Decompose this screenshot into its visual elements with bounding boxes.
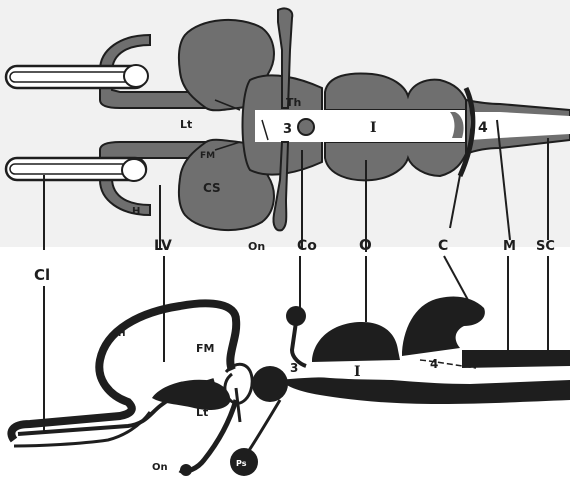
top-label-4: 4: [478, 120, 488, 136]
optic-lobe-upper: [325, 73, 466, 110]
cerebellum-bottom: [402, 296, 485, 356]
label-c: C: [438, 238, 448, 254]
infundibulum-bottom: [248, 400, 280, 452]
bottom-label-lt: Lt: [196, 406, 208, 419]
label-m: M: [503, 239, 516, 254]
label-cl: Cl: [34, 266, 50, 284]
ventricle-channel-bottom: [306, 360, 470, 380]
top-label-fm: FM: [200, 151, 215, 161]
top-label-1: I: [370, 120, 377, 136]
olfactory-bulb-upper-inner: [10, 72, 134, 82]
leader-c: [444, 256, 468, 300]
bottom-label-fm: FM: [196, 342, 214, 355]
olfactory-bulb-lower-inner: [10, 164, 134, 174]
label-sc: SC: [536, 239, 555, 254]
bottom-panel-drawing: H FM Lt 3 I 4 On Ps: [11, 256, 570, 476]
label-o: O: [359, 236, 372, 254]
optic-lobe-lower: [325, 142, 466, 180]
bottom-label-h: H: [118, 329, 126, 339]
bottom-label-3: 3: [290, 361, 298, 375]
pineal-knob-bottom: [286, 306, 306, 326]
bottom-label-4: 4: [430, 357, 438, 371]
top-label-cs: CS: [203, 181, 221, 195]
hemisphere-outline-bottom: [11, 303, 236, 440]
lamina-terminalis: [236, 388, 240, 422]
olfactory-bulb-upper-tip: [124, 65, 148, 87]
label-co: Co: [297, 238, 317, 254]
first-ventricle-top: [325, 110, 466, 142]
top-label-lt: Lt: [180, 118, 192, 131]
top-label-h: H: [132, 206, 140, 217]
top-label-3: 3: [283, 122, 292, 137]
thalamus-bottom: [252, 366, 288, 402]
olfactory-bulb-lower-tip: [122, 159, 146, 181]
label-lv: LV: [154, 238, 172, 254]
label-on: On: [248, 240, 265, 253]
commissure-top: [298, 119, 314, 135]
bottom-label-on: On: [152, 462, 168, 473]
bottom-label-ps: Ps: [236, 459, 247, 468]
pineal-stalk-bottom: [292, 322, 306, 366]
top-panel-drawing: Th Lt FM CS H 3 I 4: [6, 8, 570, 230]
optic-tectum-bottom: [312, 322, 400, 362]
optic-nerve-end: [180, 464, 192, 476]
brain-floor-bottom: [280, 377, 570, 404]
top-label-th: Th: [286, 96, 301, 109]
bottom-label-1: I: [354, 364, 361, 380]
spinal-cord-bottom: [462, 350, 570, 368]
